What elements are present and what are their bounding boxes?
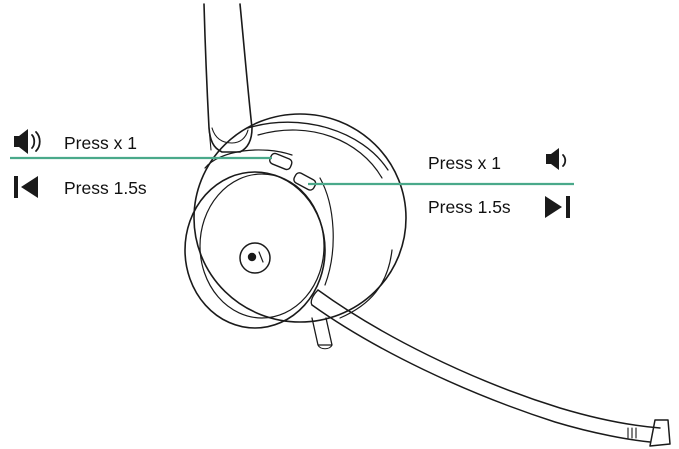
previous-track-icon xyxy=(14,176,38,198)
leader-lines xyxy=(10,156,574,186)
volume-down-icon xyxy=(546,148,567,170)
earcup xyxy=(193,113,407,323)
volume-down-label: Press x 1 xyxy=(428,153,501,173)
left-callouts: Press x 1 Press 1.5s xyxy=(14,129,147,198)
volume-up-label: Press x 1 xyxy=(64,133,137,153)
microphone-boom xyxy=(310,289,671,447)
logo-button xyxy=(239,242,271,274)
volume-buttons xyxy=(269,152,317,191)
previous-track-label: Press 1.5s xyxy=(64,178,147,198)
right-callouts: Press x 1 Press 1.5s xyxy=(428,148,570,218)
volume-up-icon xyxy=(14,129,41,154)
headband xyxy=(203,3,253,153)
next-track-icon xyxy=(545,196,570,218)
headset-illustration xyxy=(184,3,671,447)
cup-stem xyxy=(311,317,333,350)
next-track-label: Press 1.5s xyxy=(428,197,511,217)
earcup-front-plate xyxy=(184,149,334,329)
